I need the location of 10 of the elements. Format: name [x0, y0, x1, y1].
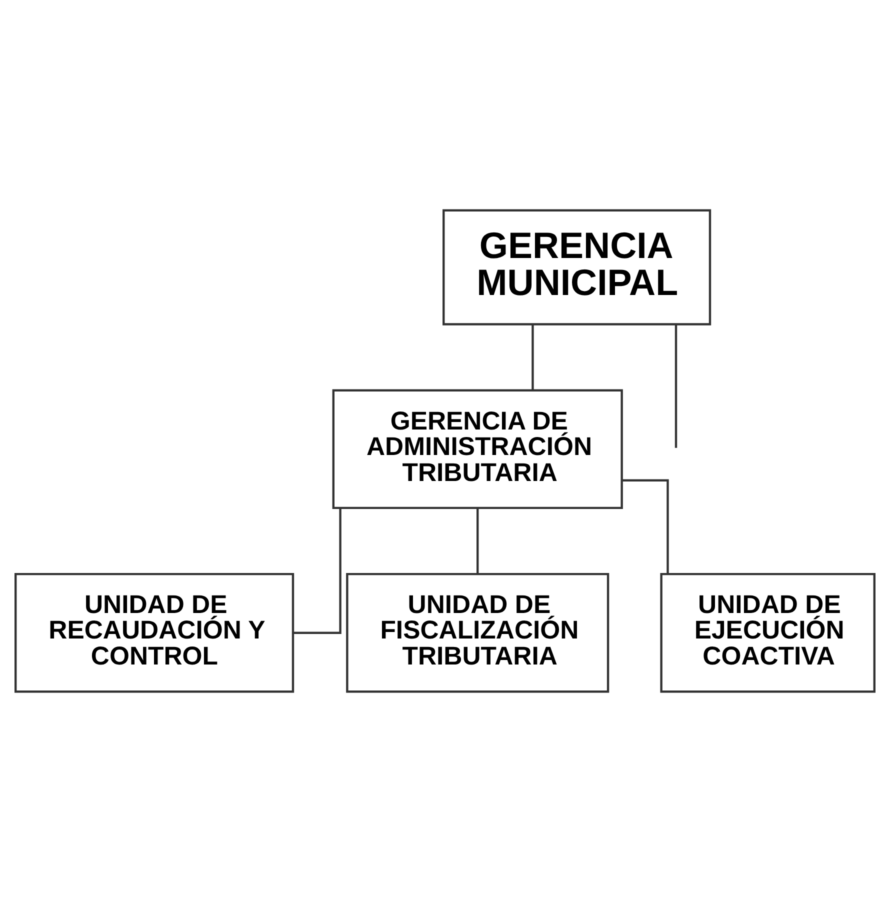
connector [293, 508, 342, 634]
connector [622, 478, 669, 573]
node-box: UNIDAD DE RECAUDACIÓN Y CONTROL [14, 572, 294, 692]
node-box: UNIDAD DE FISCALIZACIÓN TRIBUTARIA [346, 572, 610, 692]
connector [532, 324, 534, 390]
connector [674, 324, 678, 448]
node-box: GERENCIA DE ADMINISTRACIÓN TRIBUTARIA [332, 388, 623, 509]
node-box: GERENCIA MUNICIPAL [442, 208, 712, 325]
node-box: UNIDAD DE EJECUCIÓN COACTIVA [660, 572, 876, 692]
connector [476, 508, 479, 574]
